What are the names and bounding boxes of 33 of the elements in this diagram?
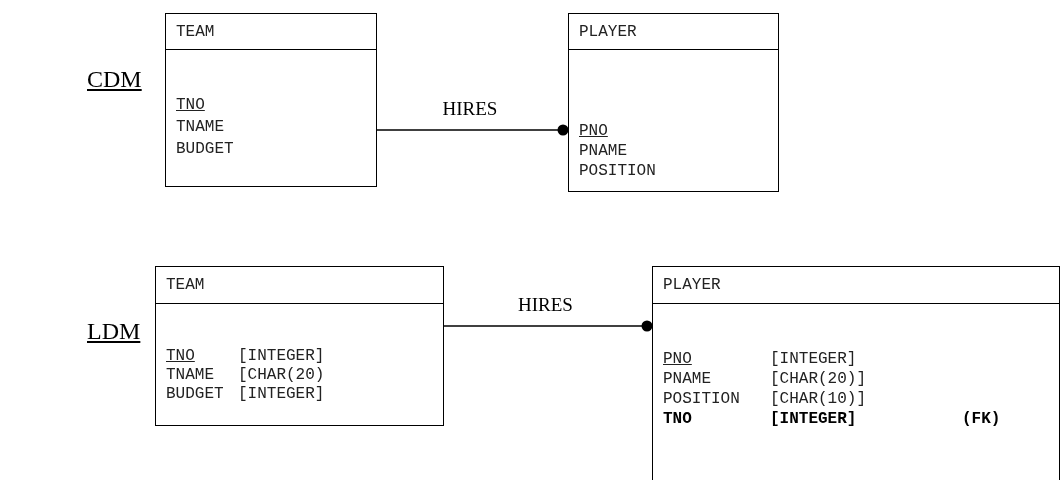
attribute-text: BUDGET: [176, 140, 234, 158]
entity-name: TEAM: [166, 276, 205, 294]
relationship-line: [376, 124, 569, 136]
model-label: CDM: [87, 66, 142, 93]
entity-box: [165, 13, 377, 187]
attribute-text: [CHAR(20)]: [770, 370, 866, 388]
entity-name: PLAYER: [579, 23, 637, 41]
attribute-text: POSITION: [579, 162, 656, 180]
attribute-text: [CHAR(20): [238, 366, 325, 384]
attribute-text: PNO: [663, 350, 692, 368]
entity-box: [568, 13, 779, 192]
relationship-line: [443, 320, 653, 332]
attribute-text: [INTEGER]: [238, 385, 325, 403]
attribute-text: TNAME: [166, 366, 214, 384]
entity-box: [652, 266, 1060, 480]
attribute-text: PNAME: [663, 370, 711, 388]
attribute-text: BUDGET: [166, 385, 224, 403]
attribute-text: (FK): [962, 410, 1001, 428]
attribute-text: TNAME: [176, 118, 224, 136]
model-label: LDM: [87, 318, 141, 345]
attribute-text: TNO: [166, 347, 195, 365]
entity-name: PLAYER: [663, 276, 721, 294]
entity-box: [155, 266, 444, 426]
attribute-text: [CHAR(10)]: [770, 390, 866, 408]
attribute-text: [INTEGER]: [238, 347, 325, 365]
attribute-text: TNO: [176, 96, 205, 114]
attribute-text: [INTEGER]: [770, 410, 857, 428]
attribute-text: [INTEGER]: [770, 350, 857, 368]
attribute-text: POSITION: [663, 390, 740, 408]
attribute-text: TNO: [663, 410, 692, 428]
attribute-text: PNO: [579, 122, 608, 140]
attribute-text: PNAME: [579, 142, 627, 160]
entity-name: TEAM: [176, 23, 215, 41]
